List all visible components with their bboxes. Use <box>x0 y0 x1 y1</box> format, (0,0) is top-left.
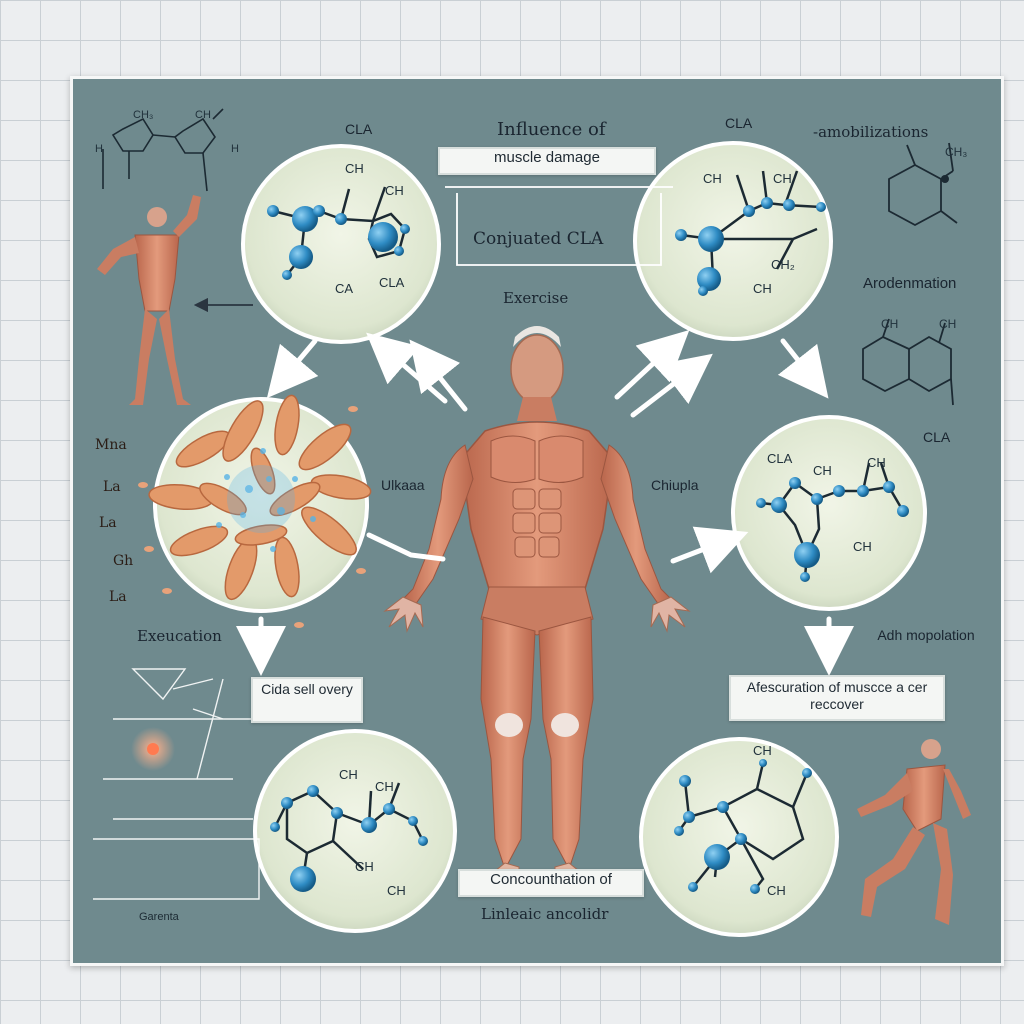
left-side-label: La <box>109 589 127 605</box>
linoleic-acid-label: Linleaic ancolidr <box>481 905 609 923</box>
concentration-box: Concounthation of <box>458 869 644 897</box>
left-side-label: La <box>103 479 121 495</box>
atom-label: CH <box>773 171 792 186</box>
top-left-circle-label: CLA <box>345 121 373 137</box>
left-mid-label: Ulkaaa <box>381 477 425 493</box>
atom-label: CLA <box>767 451 793 466</box>
atom-label: CH <box>387 883 406 898</box>
atom-label: CH₃ <box>945 145 968 159</box>
left-side-label: Gh <box>113 553 134 569</box>
central-muscle-figure <box>383 326 691 882</box>
left-side-label: Mna <box>95 437 127 453</box>
atom-label: CH₃ <box>133 109 154 121</box>
arodenmation-label: Arodenmation <box>863 275 957 292</box>
atom-label: CH <box>703 171 722 186</box>
right-mid-label: Chiupla <box>651 477 699 493</box>
atom-label: H <box>95 143 103 155</box>
flexing-figure <box>97 195 201 405</box>
recovery-box: Afescuration of muscce a cer reccover <box>729 675 945 721</box>
conjugated-cla-label: Conjuated CLA <box>473 229 604 249</box>
left-bottom-label: Garenta <box>139 911 179 923</box>
right-structure-mid <box>862 318 954 406</box>
circle-bottom-right <box>639 737 839 937</box>
left-side-label: La <box>99 515 117 531</box>
circle-bottom-left <box>253 729 457 933</box>
atom-label: CA <box>335 281 354 296</box>
atom-label: CH₂ <box>771 257 795 272</box>
atom-label: CH <box>867 455 886 470</box>
diagram-artwork <box>93 108 971 937</box>
circle-right <box>731 415 927 611</box>
atom-label: CH <box>375 779 394 794</box>
running-figure <box>857 739 971 925</box>
top-right-circle-label: CLA <box>725 115 753 131</box>
amobilizations-label: -amobilizations <box>813 123 929 141</box>
atom-label: CH <box>753 281 772 296</box>
circle-left-muscle-cells <box>138 394 372 628</box>
adh-mopolation-label: Adh mopolation <box>877 627 975 643</box>
top-left-structure <box>102 108 224 192</box>
center-bracket <box>456 193 662 266</box>
exercise-label: Exercise <box>503 289 569 307</box>
atom-label: CH <box>853 539 872 554</box>
atom-label: CH <box>767 883 786 898</box>
title-line: Influence of <box>497 119 606 140</box>
circle-top-right <box>633 141 833 341</box>
exeucation-label: Exeucation <box>137 627 222 645</box>
atom-dot <box>941 175 949 183</box>
diagram-panel: Influence of muscle damage Conjuated CLA… <box>70 76 1004 966</box>
atom-label: CH <box>355 859 374 874</box>
atom-label: CH <box>813 463 832 478</box>
atom-label: CH <box>753 743 772 758</box>
flow-arrows <box>236 330 854 676</box>
atom-label: CH <box>195 109 211 121</box>
atom-label: CH <box>345 161 364 176</box>
circle-top-left <box>241 144 441 344</box>
atom-label: CLA <box>379 275 405 290</box>
right-structure-cla-label: CLA <box>923 429 951 445</box>
atom-label: CH <box>881 317 899 331</box>
cida-sell-overy-box: Cida sell overy <box>251 677 363 723</box>
atom-label: CH <box>939 317 957 331</box>
atom-label: H <box>231 143 239 155</box>
atom-label: CH <box>339 767 358 782</box>
atom-label: CH <box>385 183 404 198</box>
left-bottom-schematic <box>93 668 260 900</box>
burst-core <box>147 743 159 755</box>
muscle-damage-box: muscle damage <box>438 147 656 175</box>
